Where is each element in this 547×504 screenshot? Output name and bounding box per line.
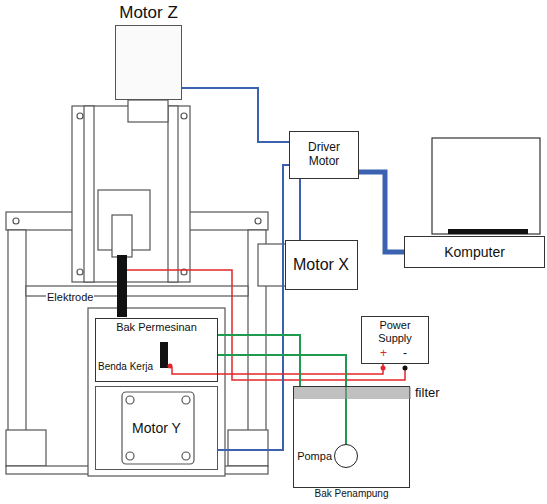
monitor-stand xyxy=(448,229,528,234)
filter-band: filter xyxy=(294,387,411,399)
part-label: Benda Kerja xyxy=(97,361,154,373)
polarity-sign: + xyxy=(379,347,388,361)
coupling xyxy=(128,100,168,122)
screw xyxy=(182,452,190,460)
motor-box: Motor Z xyxy=(115,25,182,100)
z-rail xyxy=(84,106,94,282)
connector xyxy=(218,165,289,450)
screw xyxy=(77,269,83,275)
connector xyxy=(299,179,301,240)
connector xyxy=(218,355,346,444)
node-text: Bak Permesinan xyxy=(113,319,200,334)
node-text: Bak Penampung xyxy=(315,488,389,500)
screw xyxy=(182,396,190,404)
computer-base: Komputer xyxy=(404,236,545,268)
node-text: Pompa xyxy=(297,450,332,463)
electrode xyxy=(117,255,127,317)
screw xyxy=(255,218,261,224)
workpiece-wire xyxy=(172,367,218,374)
node-text: Driver Motor xyxy=(290,141,358,169)
xy-table xyxy=(88,308,225,476)
screw xyxy=(13,218,19,224)
monitor xyxy=(432,138,540,234)
reservoir-tank: Bak PenampungfilterPompa xyxy=(293,386,410,488)
z-rail xyxy=(168,106,178,282)
screw xyxy=(126,396,134,404)
node-text: Motor Z xyxy=(119,3,178,23)
power-supply-box: Power Supply xyxy=(361,316,429,364)
node-text: Motor X xyxy=(290,256,352,274)
spindle xyxy=(112,215,132,257)
foot xyxy=(228,430,268,466)
screw xyxy=(77,113,83,119)
workpiece xyxy=(160,342,168,368)
machine-frame xyxy=(6,100,288,476)
node-text: Power Supply xyxy=(362,317,428,344)
motor-box: Motor X xyxy=(285,240,358,290)
node-text: Motor Y xyxy=(129,420,184,436)
screw xyxy=(181,113,187,119)
terminal-dot xyxy=(168,364,173,369)
foot xyxy=(6,430,46,466)
part-label: Elektrode xyxy=(46,291,94,304)
connector xyxy=(182,88,289,142)
connector xyxy=(359,172,404,252)
pump-circle: Pompa xyxy=(334,444,358,468)
polarity-sign: - xyxy=(402,347,408,361)
z-axis-plate xyxy=(72,106,190,282)
screw xyxy=(126,452,134,460)
node-text: filter xyxy=(415,386,440,401)
driver-box: Driver Motor xyxy=(289,131,359,179)
terminal-dot xyxy=(403,366,408,371)
stepper-icon xyxy=(122,392,194,464)
node-text: Komputer xyxy=(441,244,508,260)
connector xyxy=(218,335,300,387)
motor-box: Motor Y xyxy=(95,386,218,470)
